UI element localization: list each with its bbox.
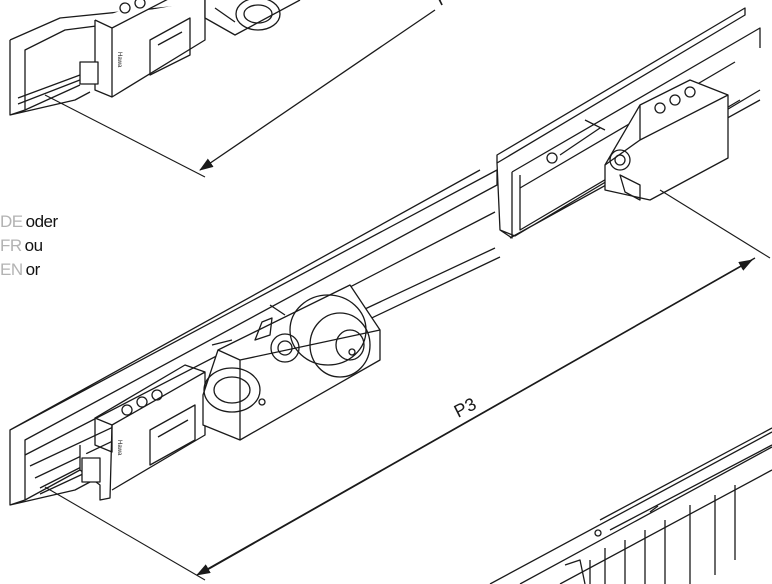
right-track-profile [496,7,761,239]
top-track-profile [9,0,301,116]
main-track-assembly: Hawa [9,169,501,506]
main-dimension-arrowhead-top [199,259,753,575]
legend-word-de: oder [25,212,59,231]
legend-code-fr: FR [0,236,22,255]
legend-code-de: DE [0,212,23,231]
top-track-inner-rail [17,74,86,105]
top-dimension-extension [44,94,206,178]
top-track-assembly: Hawa [9,0,301,116]
right-track-segment [496,7,761,239]
right-dimension-extension [659,189,771,259]
main-wheel-carriage [202,284,381,441]
legend-word-fr: ou [24,236,43,255]
main-track-profile [9,169,498,506]
legend-word-en: or [25,260,41,279]
main-end-carrier: Hawa [79,364,206,501]
bottom-track-partial [489,427,772,584]
top-carrier-brand: Hawa [116,52,122,68]
top-dimension-label: P3 [433,0,462,10]
legend-code-en: EN [0,260,23,279]
top-carrier: Hawa [79,0,206,98]
top-dimension-line [199,9,436,171]
top-wheel-housing [204,0,301,36]
right-carrier [546,79,729,201]
main-dimension-extension [44,486,206,581]
main-carrier-brand: Hawa [116,440,122,456]
